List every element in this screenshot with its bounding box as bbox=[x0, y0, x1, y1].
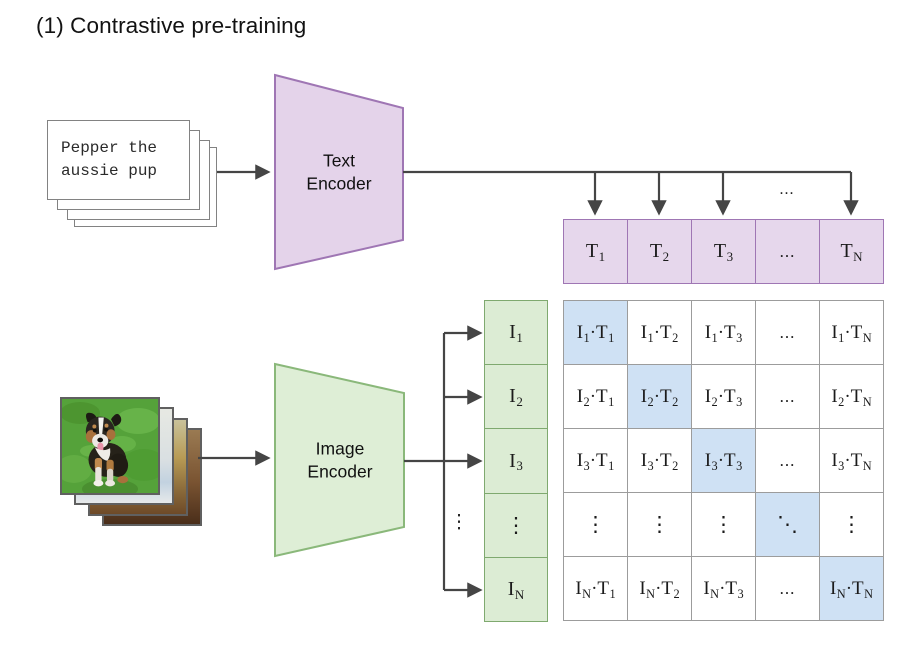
text-card-front bbox=[47, 120, 190, 200]
text-embedding-cell: ... bbox=[755, 220, 819, 283]
diagram-title: (1) Contrastive pre-training bbox=[36, 13, 307, 38]
arrow-row-ellipsis: ... bbox=[779, 181, 795, 198]
caption-line-2: aussie pup bbox=[61, 162, 158, 180]
similarity-cell: ⋮ bbox=[564, 493, 628, 557]
caption-line-1: Pepper the bbox=[61, 139, 158, 157]
text-encoder-shape bbox=[274, 73, 404, 271]
puppy-photo bbox=[56, 397, 166, 499]
image-encoder-label: Image Encoder bbox=[307, 438, 373, 481]
image-branch-ellipsis: ⋮ bbox=[449, 511, 469, 533]
similarity-cell: ⋮ bbox=[820, 493, 884, 557]
text-caption: Pepper the aussie pup bbox=[47, 120, 190, 200]
similarity-cell: ⋮ bbox=[692, 493, 756, 557]
similarity-cell: ... bbox=[756, 557, 820, 621]
image-encoder-shape bbox=[274, 362, 405, 558]
image-embedding-cell: ⋮ bbox=[485, 492, 547, 557]
text-encoder-label: Text Encoder bbox=[306, 150, 372, 193]
puppy-illustration bbox=[56, 399, 166, 499]
similarity-cell: ... bbox=[756, 365, 820, 429]
similarity-cell: ⋮ bbox=[628, 493, 692, 557]
similarity-cell: ⋱ bbox=[756, 493, 820, 557]
similarity-cell: ... bbox=[756, 429, 820, 493]
similarity-cell: ... bbox=[756, 301, 820, 365]
